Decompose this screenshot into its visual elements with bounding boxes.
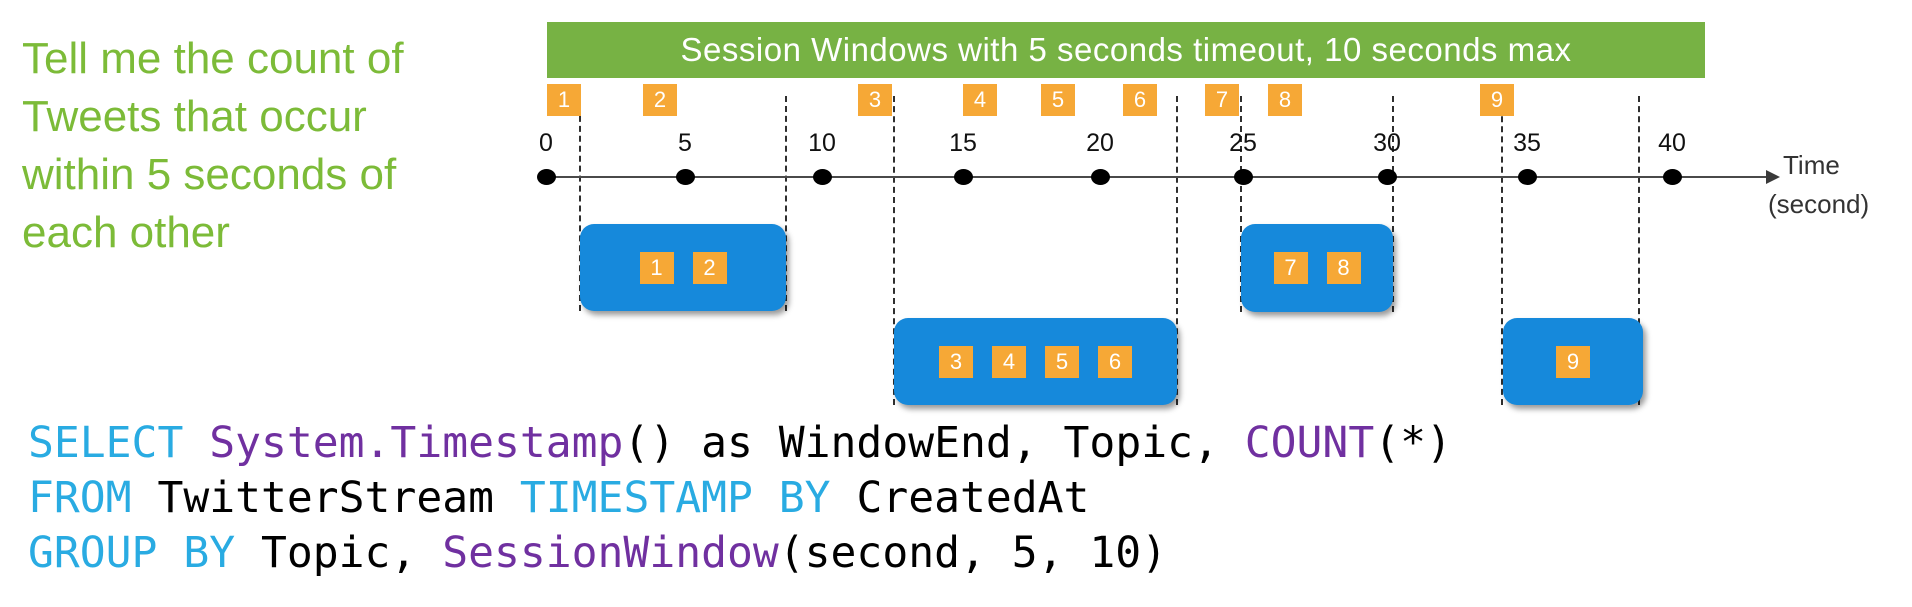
event-marker-8: 8 xyxy=(1268,84,1302,116)
sql-token: System.Timestamp xyxy=(209,418,624,468)
session-window-banner: Session Windows with 5 seconds timeout, … xyxy=(547,22,1705,78)
query-text-line: Tweets that occur xyxy=(22,92,367,141)
tick-label-25: 25 xyxy=(1229,129,1257,157)
window-boundary-dashed-line xyxy=(785,96,787,311)
window-event-3: 3 xyxy=(939,345,973,378)
tick-label-40: 40 xyxy=(1658,129,1686,157)
banner-title: Session Windows with 5 seconds timeout, … xyxy=(680,31,1572,68)
axis-dot-5 xyxy=(676,169,695,185)
window-event-5: 5 xyxy=(1045,345,1079,378)
window-boundary-dashed-line xyxy=(1392,96,1394,312)
session-window-7-8: 7 8 xyxy=(1241,224,1393,312)
tick-label-20: 20 xyxy=(1086,129,1114,157)
time-axis-sublabel: (second) xyxy=(1768,189,1870,219)
event-marker-2: 2 xyxy=(643,84,677,116)
event-marker-7: 7 xyxy=(1205,84,1239,116)
axis-dot-20 xyxy=(1091,169,1110,185)
sql-token: () as WindowEnd, Topic, xyxy=(623,418,1245,468)
sql-token: GROUP BY xyxy=(28,528,261,578)
sql-code-line-select: SELECT System.Timestamp() as WindowEnd, … xyxy=(28,416,1452,471)
window-event-4: 4 xyxy=(992,345,1026,378)
sql-token: (*) xyxy=(1374,418,1452,468)
query-text-line: Tell me the count of xyxy=(22,34,404,83)
window-boundary-dashed-line xyxy=(1240,96,1242,312)
axis-dot-0 xyxy=(537,169,556,185)
tick-label-15: 15 xyxy=(949,129,977,157)
tick-label-5: 5 xyxy=(678,129,692,157)
time-axis-line xyxy=(546,176,1768,178)
tick-label-35: 35 xyxy=(1513,129,1541,157)
event-marker-1: 1 xyxy=(547,84,581,116)
window-boundary-dashed-line xyxy=(1638,96,1640,405)
sql-code-line-from: FROM TwitterStream TIMESTAMP BY CreatedA… xyxy=(28,471,1452,526)
window-boundary-dashed-line xyxy=(1176,96,1178,405)
query-text-line: within 5 seconds of xyxy=(22,150,397,199)
axis-dot-25 xyxy=(1234,169,1253,185)
session-window-1-2: 1 2 xyxy=(580,224,786,311)
window-event-8: 8 xyxy=(1326,252,1361,284)
axis-dot-35 xyxy=(1518,169,1537,185)
tick-label-10: 10 xyxy=(808,129,836,157)
sql-token: CreatedAt xyxy=(856,473,1090,523)
query-text-line: each other xyxy=(22,208,230,257)
window-event-6: 6 xyxy=(1098,345,1132,378)
sql-token: (second, 5, 10) xyxy=(778,528,1168,578)
event-marker-9: 9 xyxy=(1480,84,1514,116)
sql-token: COUNT xyxy=(1244,418,1375,468)
query-description-text: Tell me the count of Tweets that occur w… xyxy=(22,30,482,262)
axis-dot-30 xyxy=(1378,169,1397,185)
sql-token: TwitterStream xyxy=(157,473,520,523)
tick-label-0: 0 xyxy=(539,129,553,157)
window-boundary-dashed-line xyxy=(1501,96,1503,405)
event-marker-4: 4 xyxy=(963,84,997,116)
sql-token: FROM xyxy=(28,473,158,523)
window-event-2: 2 xyxy=(692,251,727,284)
window-event-1: 1 xyxy=(639,251,674,284)
window-boundary-dashed-line xyxy=(579,96,581,311)
window-event-7: 7 xyxy=(1273,252,1308,284)
sql-code-line-groupby: GROUP BY Topic, SessionWindow(second, 5,… xyxy=(28,526,1452,581)
sql-token: SELECT xyxy=(28,418,210,468)
sql-token: Topic, xyxy=(261,528,443,578)
sql-token: TIMESTAMP BY xyxy=(519,473,857,523)
sql-code-block: SELECT System.Timestamp() as WindowEnd, … xyxy=(28,416,1452,581)
window-event-9: 9 xyxy=(1556,345,1590,378)
tick-label-30: 30 xyxy=(1373,129,1401,157)
time-axis-arrow-icon xyxy=(1766,170,1780,184)
axis-dot-10 xyxy=(813,169,832,185)
time-axis-label: Time xyxy=(1783,150,1840,180)
axis-dot-40 xyxy=(1663,169,1682,185)
session-window-3-4-5-6: 3 4 5 6 xyxy=(894,318,1177,405)
session-window-9: 9 xyxy=(1503,318,1643,405)
sql-token: SessionWindow xyxy=(442,528,779,578)
axis-dot-15 xyxy=(954,169,973,185)
event-marker-5: 5 xyxy=(1041,84,1075,116)
event-marker-6: 6 xyxy=(1123,84,1157,116)
event-marker-3: 3 xyxy=(858,84,892,116)
window-boundary-dashed-line xyxy=(893,96,895,405)
